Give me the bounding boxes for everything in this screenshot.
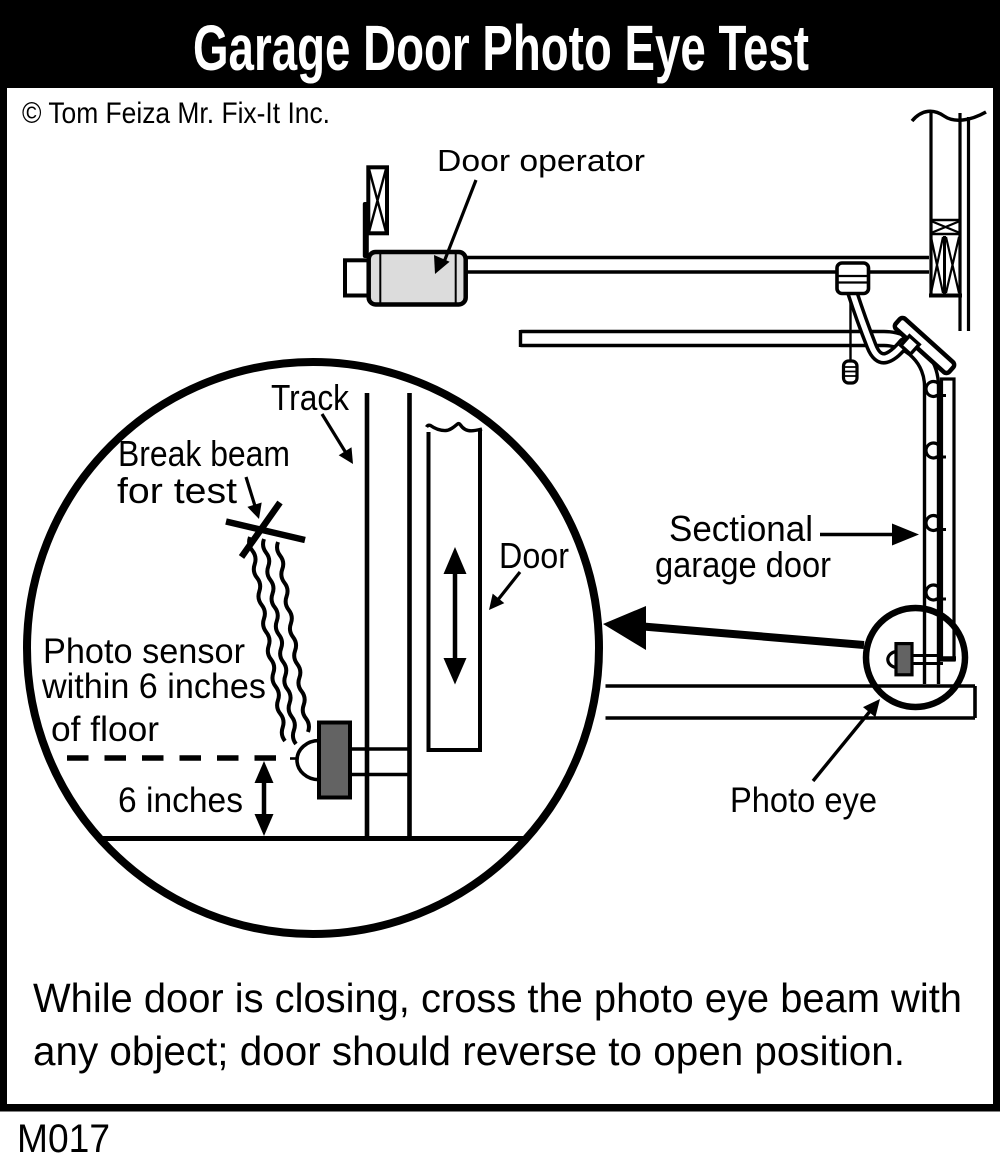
svg-text:within 6 inches: within 6 inches <box>41 667 266 706</box>
svg-text:garage door: garage door <box>655 544 831 585</box>
svg-text:for test: for test <box>117 470 237 511</box>
svg-text:Door: Door <box>499 535 569 576</box>
svg-text:While door is closing, cross t: While door is closing, cross the photo e… <box>33 975 962 1021</box>
svg-text:Photo sensor: Photo sensor <box>43 632 245 671</box>
svg-text:any object; door should revers: any object; door should reverse to open … <box>33 1028 905 1074</box>
svg-text:Break beam: Break beam <box>118 433 290 474</box>
svg-text:© Tom Feiza Mr. Fix-It Inc.: © Tom Feiza Mr. Fix-It Inc. <box>22 97 330 130</box>
svg-text:Photo eye: Photo eye <box>730 781 877 820</box>
svg-text:M017: M017 <box>17 1117 110 1154</box>
svg-text:Sectional: Sectional <box>669 508 813 549</box>
svg-text:of floor: of floor <box>51 710 159 749</box>
svg-text:Track: Track <box>271 377 350 418</box>
svg-text:Door operator: Door operator <box>437 143 645 178</box>
svg-text:6 inches: 6 inches <box>118 781 243 820</box>
svg-text:Garage Door Photo Eye Test: Garage Door Photo Eye Test <box>193 12 809 84</box>
